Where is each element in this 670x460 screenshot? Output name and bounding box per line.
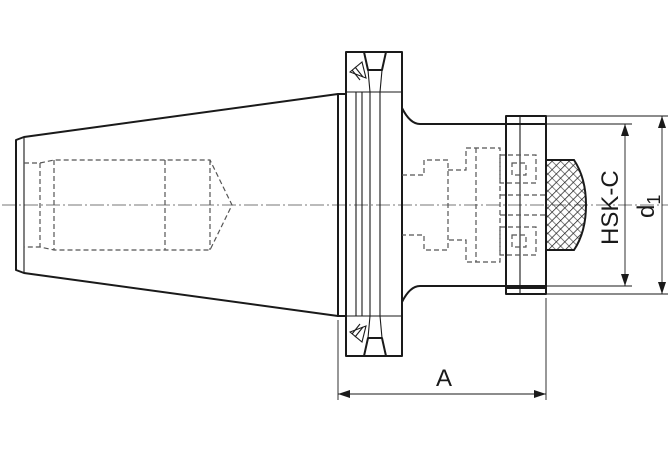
hsk-type-label: HSK-C	[597, 170, 624, 245]
d1-main: d	[633, 205, 660, 218]
key-slot-bottom	[348, 323, 367, 343]
dimension-a-label: A	[436, 365, 452, 392]
hsk-internal-hidden	[402, 147, 546, 263]
dimension-d1: d1	[546, 115, 668, 295]
flange-collar	[337, 51, 403, 357]
d1-label: d1	[633, 195, 664, 218]
dimension-hsk: HSK-C	[546, 123, 632, 287]
key-slot-top	[348, 61, 367, 81]
dimension-a: A	[337, 298, 547, 400]
taper-internal-bore	[24, 159, 233, 251]
knurled-clamp	[545, 159, 588, 251]
d1-sub: 1	[644, 195, 664, 205]
